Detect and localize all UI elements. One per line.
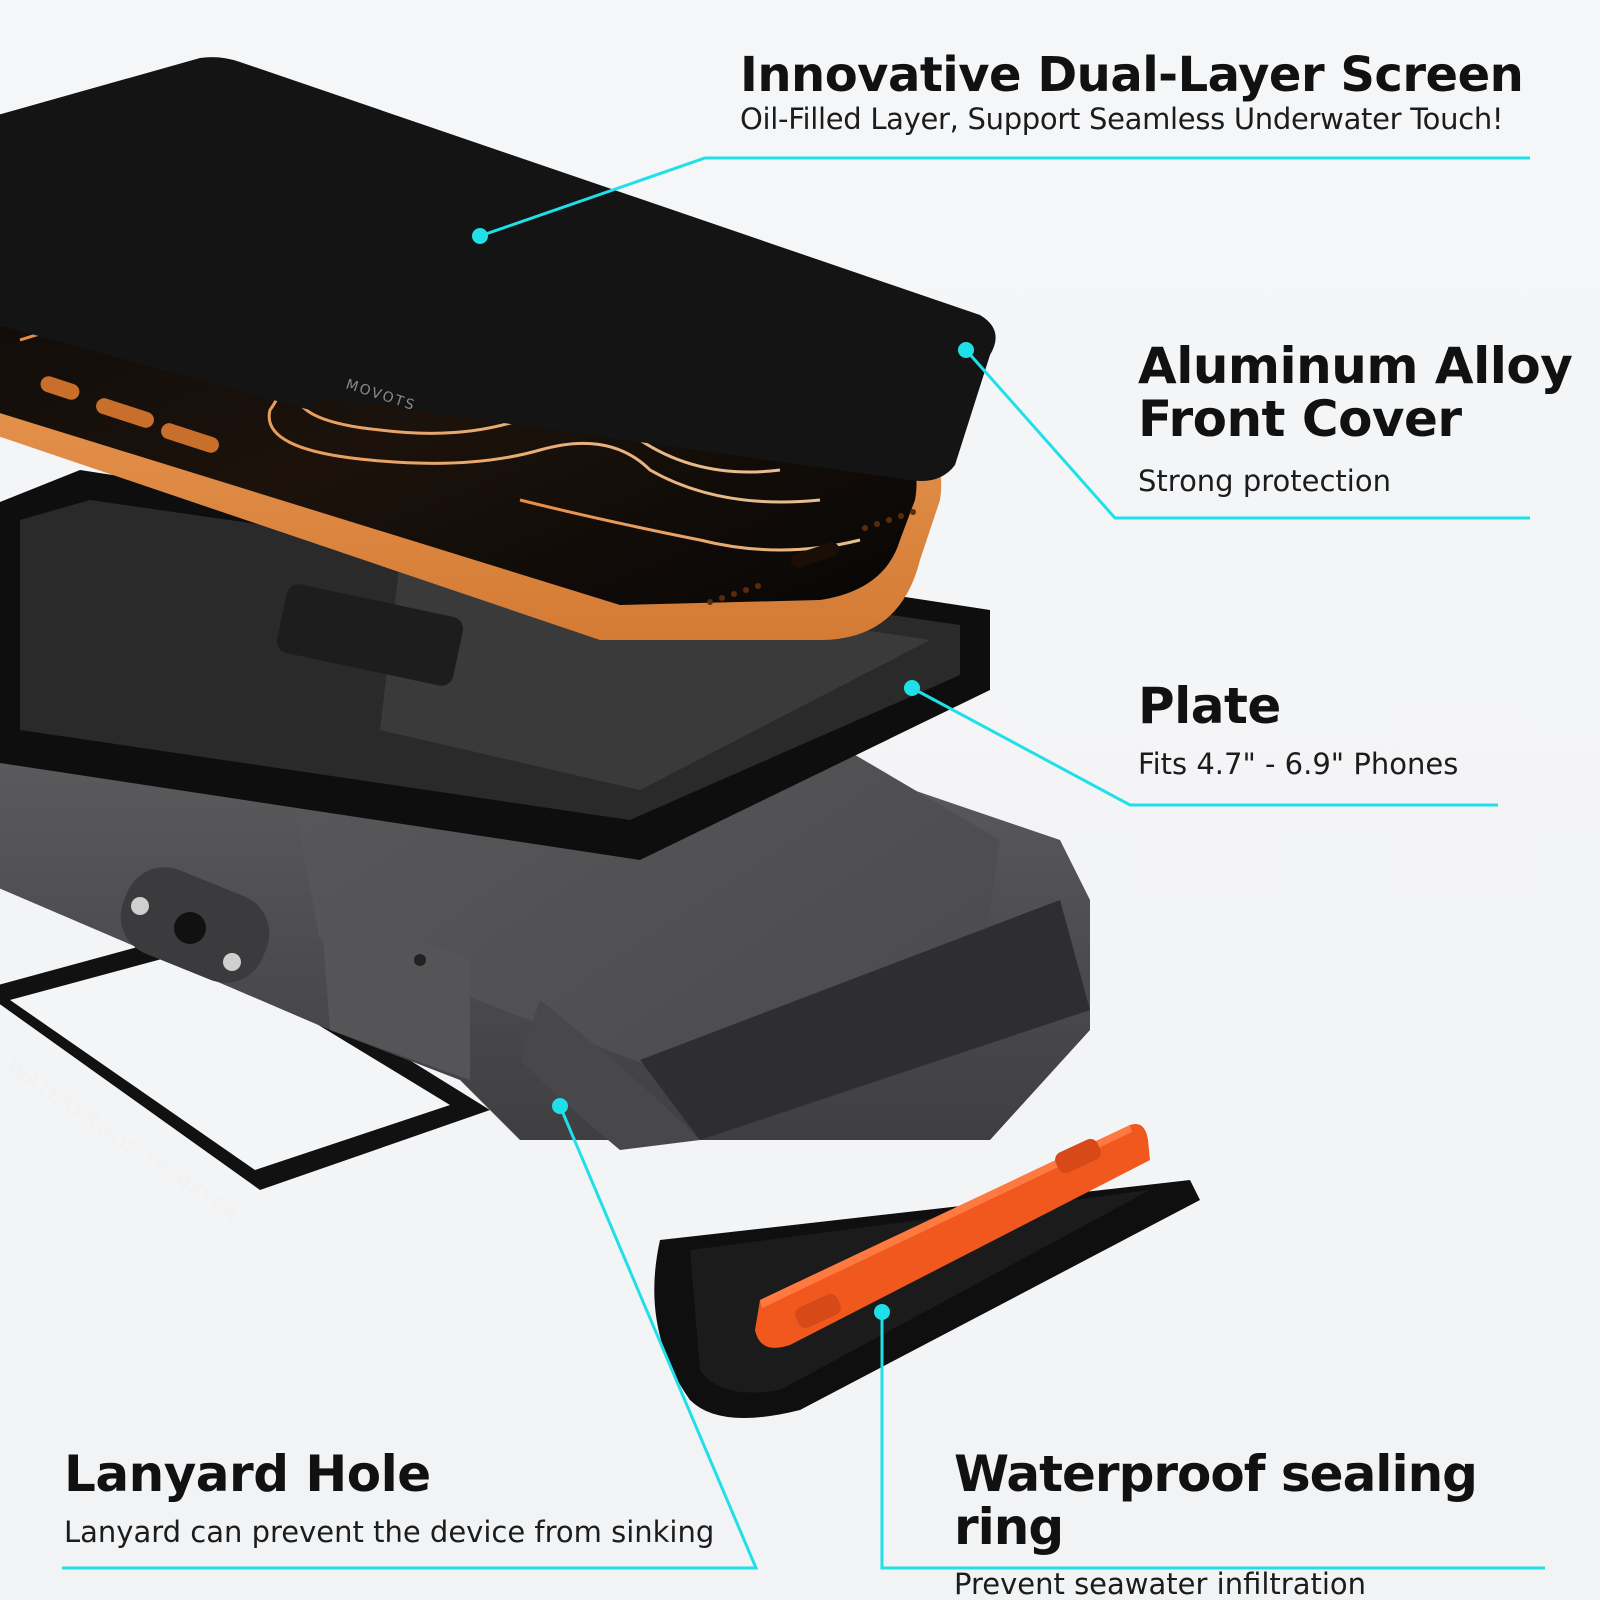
leader-line-lanyard xyxy=(62,1105,759,1570)
front-cover-frame: MOVOTS xyxy=(0,57,996,481)
callout-subtitle: Fits 4.7" - 6.9" Phones xyxy=(1138,746,1459,781)
callout-title: Aluminum Alloy Front Cover xyxy=(1138,340,1578,446)
leader-lines xyxy=(62,156,1545,1570)
callout-plate: Plate Fits 4.7" - 6.9" Phones xyxy=(1138,680,1578,781)
leader-dot-icon xyxy=(552,1098,568,1114)
leader-dot-icon xyxy=(904,680,920,696)
callout-subtitle: Oil-Filled Layer, Support Seamless Under… xyxy=(740,102,1504,137)
callout-title: Innovative Dual-Layer Screen xyxy=(740,47,1524,103)
callout-dual-layer-screen: Innovative Dual-Layer Screen Oil-Filled … xyxy=(740,47,1540,137)
callout-front-cover: Aluminum Alloy Front Cover Strong protec… xyxy=(1138,340,1578,499)
callout-subtitle: Lanyard can prevent the device from sink… xyxy=(64,1514,715,1549)
screw-icon xyxy=(131,897,149,915)
back-lid xyxy=(654,1124,1200,1418)
back-frame: WATERPROOF 10 METER xyxy=(0,930,490,1227)
screw-icon xyxy=(223,953,241,971)
leader-dot-icon xyxy=(472,228,488,244)
callout-subtitle: Prevent seawater infiltration xyxy=(954,1567,1367,1600)
leader-line-cover xyxy=(964,349,1530,520)
callout-lanyard-hole: Lanyard Hole Lanyard can prevent the dev… xyxy=(64,1448,744,1549)
leader-dots xyxy=(472,228,974,1320)
sealing-ring xyxy=(755,1124,1150,1348)
leader-line-plate xyxy=(911,686,1498,807)
callout-title-line2: Front Cover xyxy=(1138,390,1462,448)
leader-line-seal xyxy=(880,1312,1545,1570)
leader-line-screen xyxy=(479,156,1530,238)
callout-sealing-ring: Waterproof sealing ring Prevent seawater… xyxy=(954,1448,1554,1600)
lanyard-hole-icon xyxy=(174,912,206,944)
leader-dot-icon xyxy=(874,1304,890,1320)
leader-dot-icon xyxy=(958,342,974,358)
callout-title: Waterproof sealing ring xyxy=(954,1445,1478,1556)
callout-title: Lanyard Hole xyxy=(64,1445,431,1503)
callout-title: Plate xyxy=(1138,677,1281,735)
callout-subtitle: Strong protection xyxy=(1138,464,1391,498)
plate xyxy=(0,470,990,860)
callout-title-line1: Aluminum Alloy xyxy=(1138,337,1573,395)
